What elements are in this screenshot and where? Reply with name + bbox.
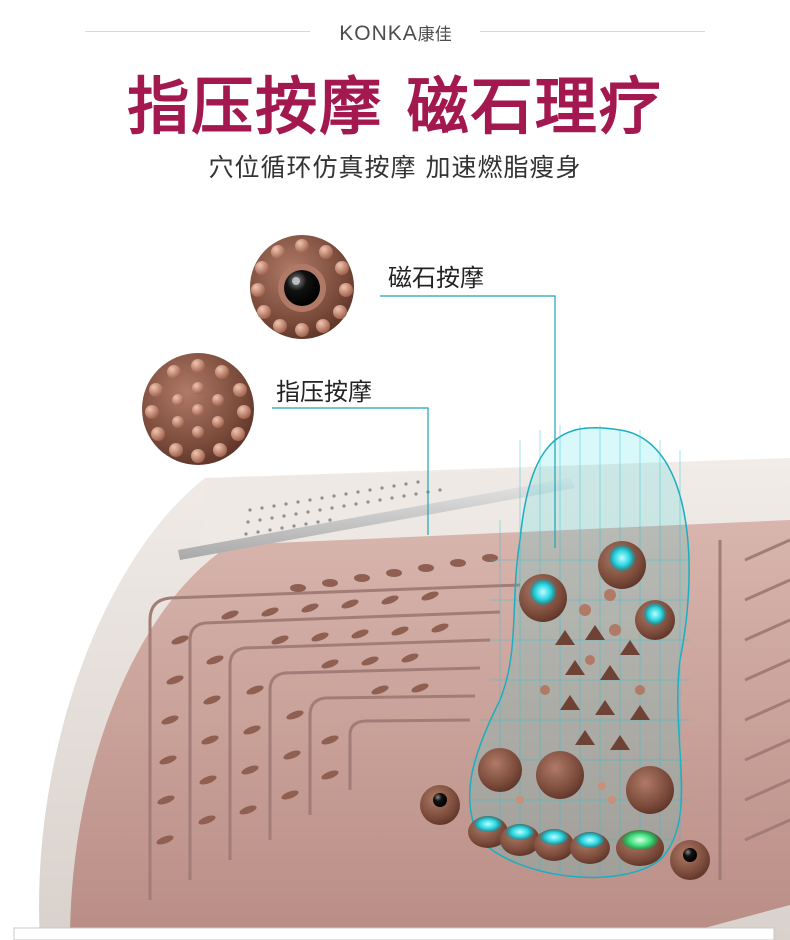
brand-name-cn: 康佳 [417,25,452,44]
speaker-grille-strip [178,478,575,560]
plate-ribs [718,538,790,880]
brand-name: KONKA [339,22,418,45]
magnet-massage-node-icon [250,235,354,339]
foot-scan-graphic [420,425,710,880]
brand-header: KONKA康佳 [0,16,790,46]
acupressure-massage-label: 指压按摩 [276,378,372,406]
plate-top-surface [70,520,790,940]
plate-grooves [148,583,521,900]
magnet-massage-label: 磁石按摩 [388,264,484,292]
plate-front-bumps [290,554,498,592]
rear-panel [200,470,575,548]
subheadline: 穴位循环仿真按摩 加速燃脂瘦身 [208,153,582,182]
divider-right [480,31,705,32]
plate-bumps [156,591,449,845]
brand-logo: KONKA康佳 [318,20,473,46]
speaker-grille-holes [244,480,442,536]
bottom-frame [13,927,775,940]
callout-leaders [272,295,556,548]
headline: 指压按摩 磁石理疗 [127,70,663,143]
acupressure-node-icon [142,353,254,465]
divider-left [85,31,310,32]
